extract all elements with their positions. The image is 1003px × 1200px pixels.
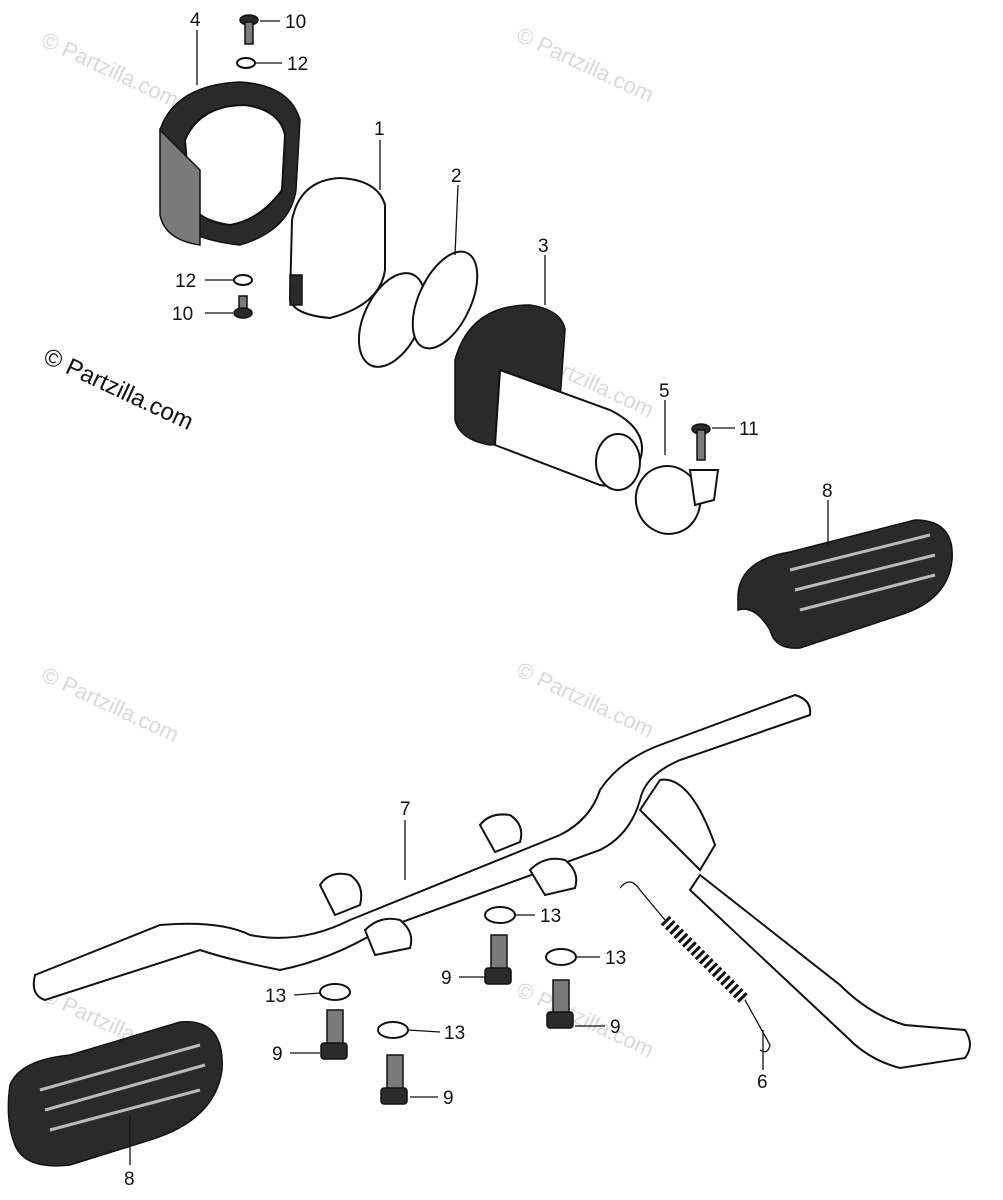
part-8-footpeg-rubber-upper <box>737 519 953 649</box>
side-stand <box>688 873 971 1070</box>
part-1-lens <box>288 176 386 320</box>
callout-1: 1 <box>374 119 385 140</box>
callout-3: 3 <box>538 236 549 257</box>
watermark: © Partzilla.com <box>513 657 658 742</box>
callout-10: 10 <box>285 12 306 33</box>
callout-7: 7 <box>400 799 411 820</box>
part-3-body <box>454 304 643 491</box>
part-13-washer-c <box>319 983 351 1001</box>
copyright-notice: © Partzilla.com <box>39 343 197 436</box>
callout-8: 8 <box>124 1169 135 1190</box>
callout-13: 13 <box>265 986 286 1007</box>
part-12-washer-lower <box>233 274 253 286</box>
callout-13: 13 <box>540 906 561 927</box>
watermark: © Partzilla.com <box>38 27 183 112</box>
callout-9: 9 <box>443 1088 454 1109</box>
watermark: © Partzilla.com <box>513 22 658 107</box>
part-11-screw <box>691 423 711 461</box>
part-10-screw-upper <box>239 14 259 45</box>
callout-4: 4 <box>190 10 201 31</box>
callout-labels: 4 10 12 1 2 3 12 10 5 11 8 7 13 9 13 9 1… <box>124 10 833 1190</box>
callout-12: 12 <box>175 271 196 292</box>
watermark: © Partzilla.com <box>513 977 658 1062</box>
part-9-bolt-b <box>546 979 574 1029</box>
part-9-bolt-d <box>380 1054 408 1105</box>
callout-11: 11 <box>739 419 759 440</box>
callout-9: 9 <box>610 1017 621 1038</box>
part-9-bolt-c <box>320 1009 348 1060</box>
callout-10: 10 <box>172 304 193 325</box>
leader-lines <box>129 20 829 1165</box>
part-10-screw-lower <box>233 295 253 319</box>
callout-13: 13 <box>605 948 626 969</box>
callout-8: 8 <box>822 481 833 502</box>
part-2-gasket <box>357 250 479 368</box>
part-12-washer-upper <box>236 57 256 69</box>
part-13-washer-d <box>377 1021 409 1039</box>
part-6-spring <box>619 881 771 1053</box>
part-8-footpeg-rubber-lower <box>7 1021 223 1167</box>
part-9-bolt-a <box>484 934 512 985</box>
callout-9: 9 <box>441 968 452 989</box>
callout-6: 6 <box>757 1072 768 1093</box>
callout-9: 9 <box>272 1044 283 1065</box>
part-13-washer-a <box>484 906 516 924</box>
part-13-washer-b <box>545 948 577 966</box>
part-5-clamp <box>634 465 720 535</box>
watermark: © Partzilla.com <box>38 662 183 747</box>
part-7-footpeg-bar <box>32 693 812 1002</box>
callout-12: 12 <box>287 54 308 75</box>
callout-13: 13 <box>444 1023 465 1044</box>
part-4-housing-cap <box>159 81 301 246</box>
callout-2: 2 <box>451 166 462 187</box>
callout-5: 5 <box>659 381 670 402</box>
